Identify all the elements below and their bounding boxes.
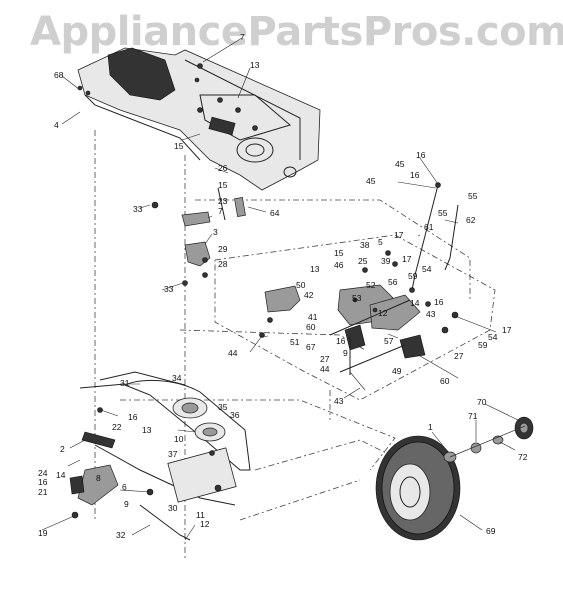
callout-19: 19 xyxy=(38,528,48,538)
callout-70: 70 xyxy=(477,397,487,407)
callout-27: 27 xyxy=(454,351,464,361)
linkage-assembly xyxy=(259,182,459,375)
callout-10: 10 xyxy=(174,434,184,444)
callout-13: 13 xyxy=(250,60,260,70)
wheel-assembly xyxy=(375,416,534,541)
center-brackets xyxy=(151,63,246,286)
callout-59: 59 xyxy=(408,271,418,281)
callout-9: 9 xyxy=(343,348,348,358)
callout-14: 14 xyxy=(410,298,420,308)
callout-17: 17 xyxy=(402,254,412,264)
callout-68: 68 xyxy=(54,70,64,80)
callout-43: 43 xyxy=(334,396,344,406)
callout-53: 53 xyxy=(352,293,362,303)
callout-30: 30 xyxy=(168,503,178,513)
callout-64: 64 xyxy=(270,208,280,218)
callout-11: 11 xyxy=(196,510,205,520)
callout-7: 7 xyxy=(218,206,223,216)
callout-46: 46 xyxy=(334,260,344,270)
callout-34: 34 xyxy=(172,373,182,383)
callout-7: 7 xyxy=(240,32,245,42)
callout-60: 60 xyxy=(306,322,316,332)
callout-16: 16 xyxy=(336,336,346,346)
callout-42: 42 xyxy=(304,290,314,300)
callout-8: 8 xyxy=(96,473,101,483)
callout-4: 4 xyxy=(54,120,59,130)
callout-54: 54 xyxy=(422,264,432,274)
callout-72: 72 xyxy=(518,452,528,462)
callout-69: 69 xyxy=(486,526,496,536)
callout-25: 25 xyxy=(358,256,368,266)
callout-23: 23 xyxy=(218,196,228,206)
callout-16: 16 xyxy=(410,170,420,180)
callout-15: 15 xyxy=(334,248,344,258)
callout-35: 35 xyxy=(218,402,228,412)
callout-16: 16 xyxy=(38,477,48,487)
main-frame xyxy=(77,47,321,191)
callout-12: 12 xyxy=(200,519,210,529)
callout-15: 15 xyxy=(174,141,184,151)
callout-50: 50 xyxy=(296,280,306,290)
callout-12: 12 xyxy=(378,308,388,318)
callout-26: 26 xyxy=(218,163,228,173)
callout-21: 21 xyxy=(38,487,48,497)
callout-36: 36 xyxy=(230,410,240,420)
callout-17: 17 xyxy=(394,230,404,240)
callout-16: 16 xyxy=(434,297,444,307)
callout-13: 13 xyxy=(310,264,320,274)
callout-60: 60 xyxy=(440,376,450,386)
callout-16: 16 xyxy=(416,150,426,160)
callout-67: 67 xyxy=(306,342,316,352)
callout-39: 39 xyxy=(381,256,391,266)
callout-61: 61 xyxy=(424,222,434,232)
callout-55: 55 xyxy=(438,208,448,218)
callout-32: 32 xyxy=(116,530,126,540)
callout-6: 6 xyxy=(122,482,127,492)
callout-31: 31 xyxy=(120,378,130,388)
callout-2: 2 xyxy=(60,444,65,454)
callout-37: 37 xyxy=(168,449,178,459)
callout-45: 45 xyxy=(366,176,376,186)
callout-41: 41 xyxy=(308,312,318,322)
callout-16: 16 xyxy=(128,412,138,422)
callout-44: 44 xyxy=(228,348,238,358)
callout-49: 49 xyxy=(392,366,402,376)
callout-15: 15 xyxy=(218,180,228,190)
callout-45: 45 xyxy=(395,159,405,169)
callout-27: 27 xyxy=(320,354,330,364)
callout-51: 51 xyxy=(290,337,300,347)
callout-13: 13 xyxy=(142,425,152,435)
callout-43: 43 xyxy=(426,309,436,319)
callout-44: 44 xyxy=(320,364,330,374)
callout-14: 14 xyxy=(56,470,66,480)
drive-belt-assembly xyxy=(69,371,251,541)
callout-38: 38 xyxy=(360,240,370,250)
callout-29: 29 xyxy=(218,244,228,254)
callout-52: 52 xyxy=(366,280,376,290)
callout-55: 55 xyxy=(468,191,478,201)
watermark-text: AppliancePartsPros.com xyxy=(30,9,563,55)
callout-24: 24 xyxy=(38,468,48,478)
callout-71: 71 xyxy=(468,411,478,421)
callout-62: 62 xyxy=(466,215,476,225)
leader-lines xyxy=(41,37,519,541)
callout-59: 59 xyxy=(478,340,488,350)
callout-57: 57 xyxy=(384,336,394,346)
callout-54: 54 xyxy=(488,332,498,342)
callout-33: 33 xyxy=(164,284,174,294)
callout-labels: 7 13 68 4 15 26 15 23 7 33 64 3 29 28 33… xyxy=(38,32,528,540)
callout-22: 22 xyxy=(112,422,122,432)
callout-17: 17 xyxy=(502,325,512,335)
callout-1: 1 xyxy=(428,422,433,432)
callout-56: 56 xyxy=(388,277,398,287)
callout-9: 9 xyxy=(124,499,129,509)
callout-3: 3 xyxy=(213,227,218,237)
callout-33: 33 xyxy=(133,204,143,214)
callout-5: 5 xyxy=(378,237,383,247)
callout-28: 28 xyxy=(218,259,228,269)
